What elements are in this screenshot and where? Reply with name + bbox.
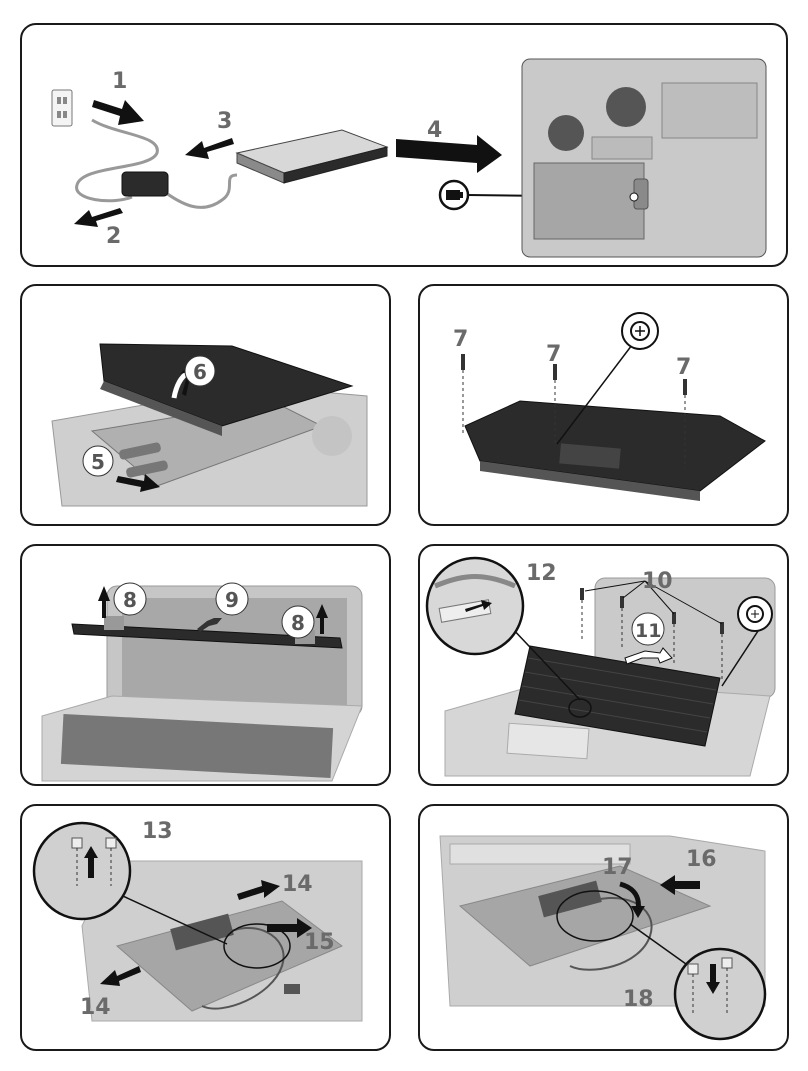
zoom-circle-reconnect (675, 949, 765, 1039)
step-number-5: 5 (91, 450, 105, 474)
step-number-16: 16 (686, 847, 717, 872)
step-number-9: 9 (225, 588, 239, 612)
ac-adapter (122, 172, 168, 196)
panel-power-battery: 1 2 3 4 (20, 23, 788, 267)
step-number-12: 12 (526, 561, 557, 586)
panel-keyboard-cover: 8 9 8 (20, 544, 391, 786)
panel-screws: 7 7 7 (418, 284, 789, 526)
panel-keyboard: 12 10 11 (418, 544, 789, 786)
panel-screws-art: 7 7 7 (420, 286, 787, 524)
arrow-4 (396, 135, 502, 173)
panel-keyboard-cover-art: 8 9 8 (22, 546, 389, 784)
power-outlet-icon (52, 90, 72, 126)
step-number-18: 18 (623, 987, 654, 1012)
panel-cable-disconnect-art: 13 14 15 14 (22, 806, 389, 1049)
step-number-10: 10 (642, 569, 673, 594)
panel-cable-reconnect-art: 17 16 18 (420, 806, 787, 1049)
step-number-17: 17 (602, 855, 633, 880)
step-number-4: 4 (427, 118, 442, 143)
panel-cable-reconnect: 17 16 18 (418, 804, 789, 1051)
screw-rotate-icon-2 (738, 597, 772, 631)
screw-left (461, 354, 465, 434)
step-number-14-bottom: 14 (80, 995, 111, 1020)
panel-release-panel-art: 6 5 (22, 286, 389, 524)
panel-keyboard-art: 12 10 11 (420, 546, 787, 784)
zoom-circle-cables (34, 823, 130, 919)
arrow-3 (185, 138, 234, 159)
step-number-8-right: 8 (291, 611, 305, 635)
zoom-circle-connector (427, 558, 523, 654)
step-number-13: 13 (142, 819, 173, 844)
step-number-14-top: 14 (282, 872, 313, 897)
laptop-closed-dark (465, 401, 765, 491)
arrow-1 (92, 100, 144, 125)
laptop-bottom-view (522, 59, 766, 257)
step-number-7-left: 7 (453, 327, 468, 352)
panel-release-panel: 6 5 (20, 284, 391, 526)
screw-rotate-icon (622, 313, 658, 349)
step-number-11: 11 (635, 620, 661, 642)
laptop-closed (237, 130, 387, 183)
step-number-1: 1 (112, 69, 127, 94)
step-number-7-right: 7 (676, 355, 691, 380)
step-number-2: 2 (106, 224, 121, 249)
step-number-15: 15 (304, 930, 335, 955)
panel-cable-disconnect: 13 14 15 14 (20, 804, 391, 1051)
step-number-7-middle: 7 (546, 342, 561, 367)
panel-power-battery-art: 1 2 3 4 (22, 25, 786, 265)
step-number-8-left: 8 (123, 588, 137, 612)
step-number-6: 6 (193, 360, 207, 384)
step-number-3: 3 (217, 109, 232, 134)
